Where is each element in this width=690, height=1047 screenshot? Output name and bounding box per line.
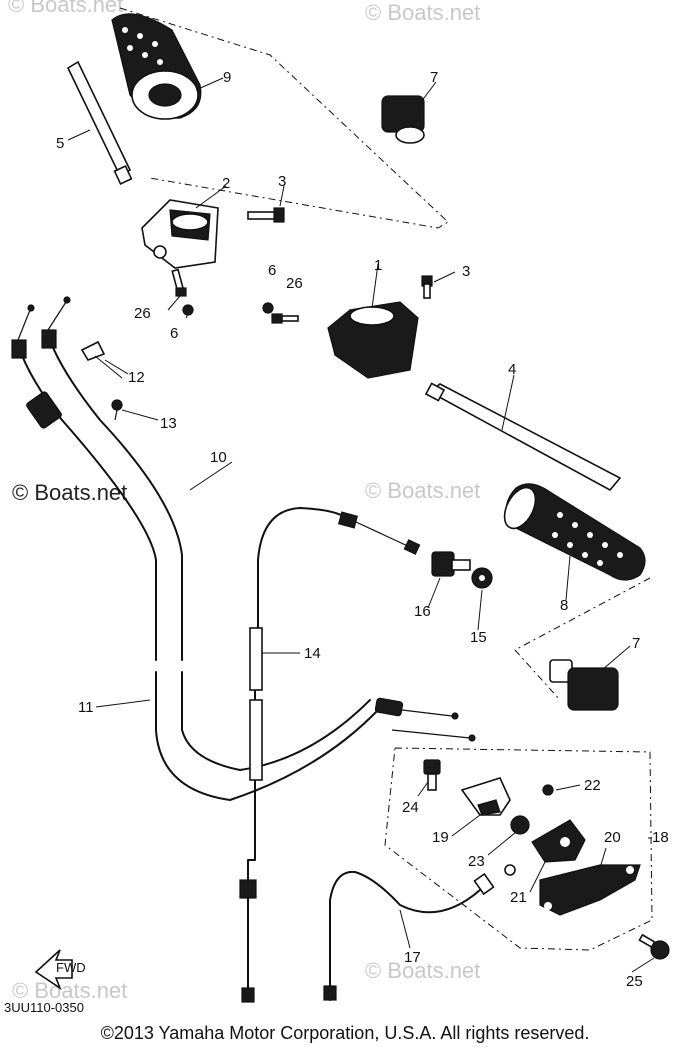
callout-15: 15 <box>470 629 487 646</box>
callout-22: 22 <box>584 777 601 794</box>
watermark-bottom-left: © Boats.net <box>12 978 127 1003</box>
throttle-cables-part <box>11 296 476 801</box>
callout-16: 16 <box>414 603 431 620</box>
callout-14: 14 <box>304 645 321 662</box>
screw-13-part <box>111 399 123 421</box>
callout-25: 25 <box>626 973 643 990</box>
right-grip-assembly-outline <box>119 7 449 229</box>
holder-21-part <box>531 819 586 863</box>
bracket-20-part <box>539 864 641 916</box>
throttle-sleeve-part <box>66 60 133 185</box>
throttle-grip-part <box>111 13 202 120</box>
screw-3-right-part <box>421 275 433 299</box>
watermark-mid-left: © Boats.net <box>12 480 127 505</box>
nut-6-right-part <box>262 302 274 314</box>
clutch-cable-part <box>239 507 421 1003</box>
callout-4: 4 <box>508 361 516 378</box>
cable-17-part <box>323 864 516 1001</box>
cable-holder-12-part <box>80 340 106 361</box>
screw-22-part <box>542 784 554 796</box>
bolt-24-part <box>423 759 441 791</box>
callout-5: 5 <box>56 135 64 152</box>
throttle-housing-part <box>141 199 219 269</box>
callout-3-right: 3 <box>462 263 470 280</box>
lever-19-part <box>460 777 511 816</box>
watermark-mid-right: © Boats.net <box>365 478 480 503</box>
screw-26-left-part <box>171 268 187 297</box>
callout-18: 18 <box>652 829 669 846</box>
left-grip-part <box>503 483 646 581</box>
callout-17: 17 <box>404 949 421 966</box>
lever-bracket-assembly-outline <box>384 747 653 951</box>
callout-13: 13 <box>160 415 177 432</box>
handlebar-switch-part <box>327 301 419 379</box>
callout-1: 1 <box>374 257 382 274</box>
callout-7-upper: 7 <box>430 69 438 86</box>
watermark-top-left: © Boats.net <box>8 0 123 17</box>
diagram-code: 3UU110-0350 <box>4 1000 84 1015</box>
callout-23: 23 <box>468 853 485 870</box>
leader-lines <box>67 77 655 973</box>
callout-8: 8 <box>560 597 568 614</box>
bar-end-weight-lower-part <box>549 659 619 711</box>
bolt-25-part <box>638 933 670 960</box>
screw-3-upper-part <box>247 207 285 223</box>
adjuster-16-part <box>431 551 471 577</box>
callout-10: 10 <box>210 449 227 466</box>
bar-end-weight-upper-part <box>381 95 425 144</box>
callout-6-left: 6 <box>170 325 178 342</box>
callout-9: 9 <box>223 69 231 86</box>
callout-2: 2 <box>222 175 230 192</box>
forward-arrow-icon: FWD <box>34 949 86 991</box>
locknut-15-part <box>471 567 493 589</box>
left-grip-assembly-outline <box>514 577 651 701</box>
callout-11: 11 <box>78 699 94 716</box>
callout-24: 24 <box>402 799 419 816</box>
callout-26-left: 26 <box>134 305 151 322</box>
callout-19: 19 <box>432 829 449 846</box>
watermark-top-right: © Boats.net <box>365 0 480 25</box>
washer-23-part <box>510 815 530 835</box>
callout-12: 12 <box>128 369 145 386</box>
screw-26-right-part <box>271 313 299 324</box>
callout-7-lower: 7 <box>632 635 640 652</box>
callout-26-right: 26 <box>286 275 303 292</box>
forward-arrow-label: FWD <box>56 960 86 975</box>
parts-diagram: © Boats.net © Boats.net © Boats.net © Bo… <box>4 0 670 1015</box>
copyright-notice: ©2013 Yamaha Motor Corporation, U.S.A. A… <box>100 1023 590 1043</box>
handlebar-part <box>424 382 622 492</box>
watermark-bottom-right: © Boats.net <box>365 958 480 983</box>
callout-6-right: 6 <box>268 262 276 279</box>
callout-21: 21 <box>510 889 527 906</box>
nut-6-left-part <box>182 304 194 316</box>
callout-20: 20 <box>604 829 621 846</box>
callout-3-upper: 3 <box>278 173 286 190</box>
